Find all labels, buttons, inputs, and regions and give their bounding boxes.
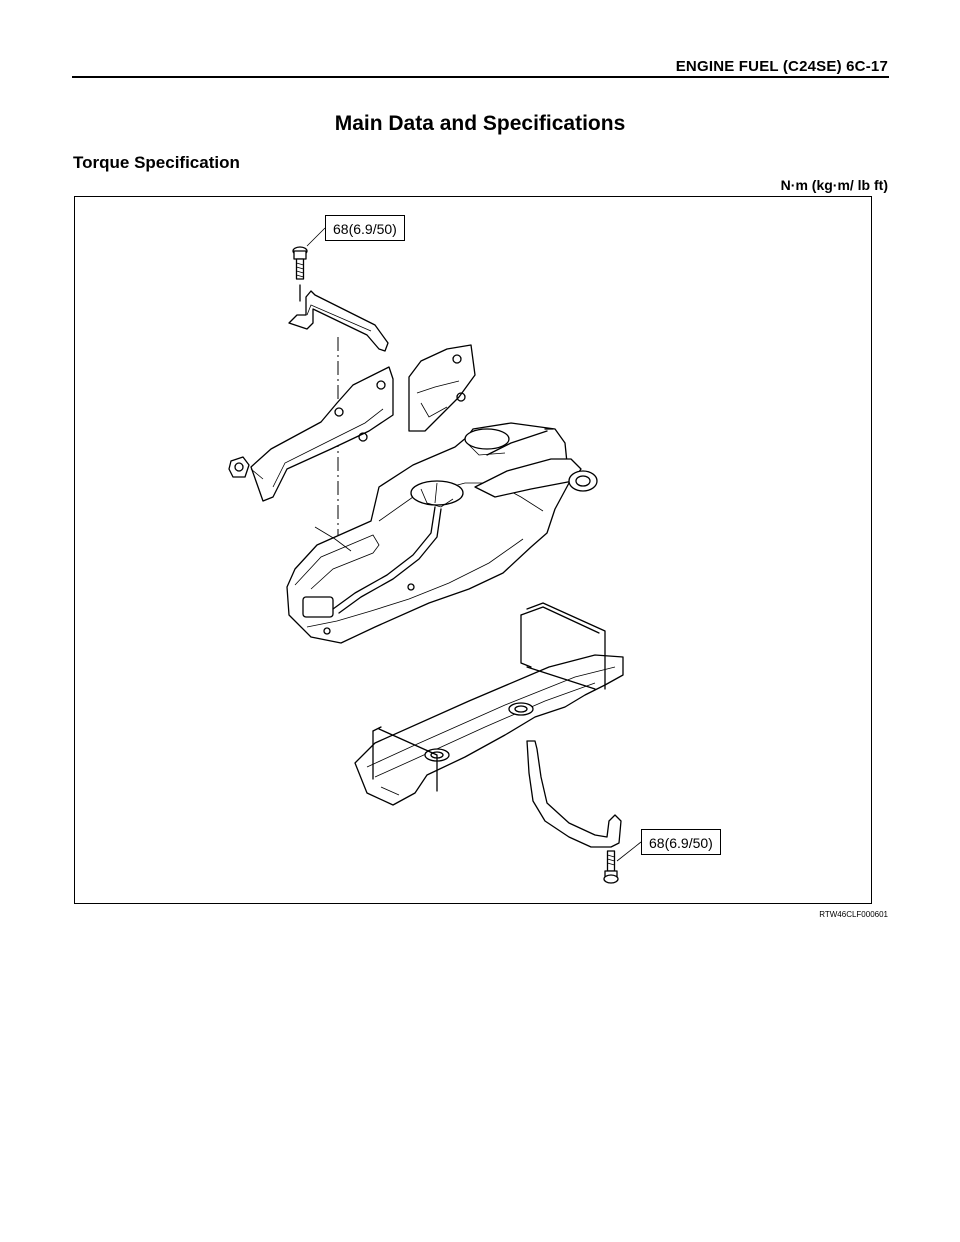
- page-title: Main Data and Specifications: [334, 112, 626, 135]
- torque-callout-top: 68(6.9/50): [325, 215, 405, 241]
- fuel-tank-exploded-diagram: 68(6.9/50) 68(6.9/50): [74, 196, 872, 904]
- callout-leader-top: [306, 227, 326, 247]
- bottom-bolt: [603, 850, 619, 884]
- running-header: ENGINE FUEL (C24SE) 6C-17: [675, 58, 888, 75]
- heat-shield-upper: [408, 344, 476, 432]
- figure-code: RTW46CLF000601: [819, 910, 888, 919]
- clip-fastener: [228, 456, 264, 480]
- section-heading: Torque Specification: [73, 153, 240, 172]
- skid-plate: [354, 602, 624, 806]
- tank-strap-top: [288, 290, 389, 352]
- torque-callout-bottom: 68(6.9/50): [641, 829, 721, 855]
- top-bolt: [292, 246, 308, 280]
- heat-shield-left: [250, 366, 394, 502]
- diagram-drawing: [228, 227, 642, 884]
- callout-leader-bottom: [616, 841, 642, 862]
- fuel-tank: [286, 422, 598, 644]
- tank-strap-bottom: [526, 740, 622, 848]
- units-label: N·m (kg·m/ lb ft): [780, 177, 888, 193]
- header-rule: [72, 76, 889, 78]
